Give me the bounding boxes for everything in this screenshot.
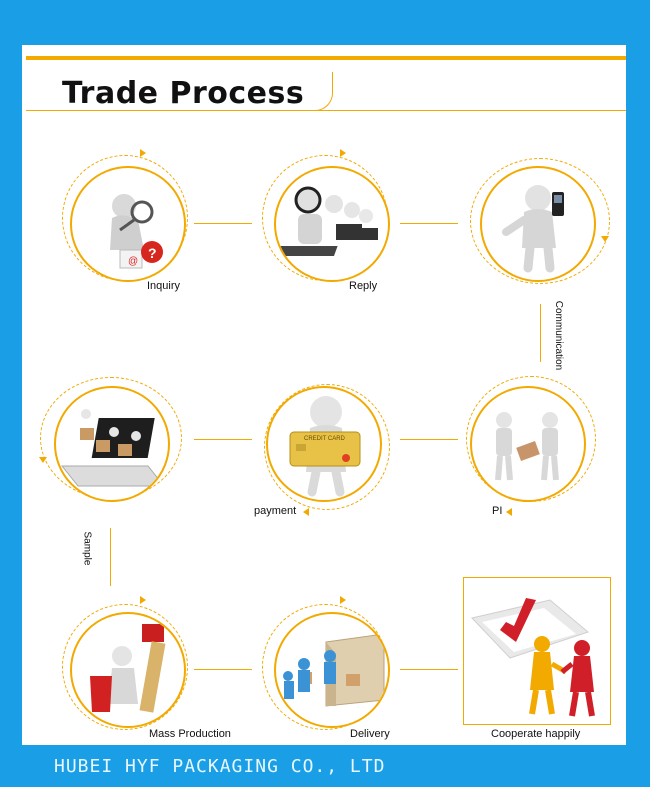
step-reply xyxy=(274,166,390,282)
paint-bucket-figure-icon xyxy=(90,624,166,713)
card-text: CREDIT CARD xyxy=(304,436,346,442)
magnifier-figure-icon: @ ? xyxy=(110,194,163,269)
arrow-icon xyxy=(340,596,346,604)
step-ring-mass-production xyxy=(62,604,188,730)
arrow-icon xyxy=(601,236,609,242)
connector xyxy=(400,439,458,440)
step-label-payment: payment xyxy=(254,505,297,517)
connector xyxy=(540,304,541,362)
arrow-icon xyxy=(140,596,146,604)
step-cooperate xyxy=(463,577,611,725)
step-label-sample: Sample xyxy=(81,531,93,566)
step-inquiry: @ ? xyxy=(70,166,186,282)
step-label-communication: Communication xyxy=(553,300,565,371)
connector xyxy=(400,669,458,670)
step-label-delivery: Delivery xyxy=(350,728,390,740)
top-divider xyxy=(26,56,626,60)
step-ring-payment xyxy=(264,384,390,510)
step-delivery xyxy=(274,612,390,728)
step-mass-production xyxy=(70,612,186,728)
svg-text:@: @ xyxy=(128,256,138,267)
checkmark-handshake-icon xyxy=(471,598,595,717)
truck-loading-icon xyxy=(283,633,385,707)
arrow-icon xyxy=(340,149,346,157)
connector xyxy=(400,223,458,224)
arrow-icon xyxy=(303,508,309,516)
connector xyxy=(194,669,252,670)
step-label-inquiry: Inquiry xyxy=(147,280,181,292)
arrow-icon xyxy=(140,149,146,157)
credit-card-figure-icon: CREDIT CARD xyxy=(289,396,361,497)
step-sample xyxy=(54,386,170,502)
arrow-icon xyxy=(39,457,47,463)
step-ring-communication xyxy=(470,158,610,284)
step-communication xyxy=(480,166,596,282)
company-name: HUBEI HYF PACKAGING CO., LTD xyxy=(54,756,386,777)
phone-figure-icon xyxy=(502,185,564,273)
svg-text:?: ? xyxy=(148,245,157,261)
step-label-reply: Reply xyxy=(349,280,378,292)
step-label-pi: PI xyxy=(492,505,503,517)
step-pi xyxy=(470,386,586,502)
page-title: Trade Process xyxy=(62,76,305,111)
arrow-icon xyxy=(506,508,512,516)
step-label-cooperate: Cooperate happily xyxy=(491,728,581,740)
connector xyxy=(194,223,252,224)
title-underline xyxy=(26,110,626,111)
connector xyxy=(110,528,111,586)
step-payment: CREDIT CARD xyxy=(266,386,382,502)
call-center-icon xyxy=(276,186,378,256)
step-label-mass-production: Mass Production xyxy=(149,728,231,740)
handshake-contract-icon xyxy=(495,412,559,481)
laptop-boxes-icon xyxy=(60,409,166,487)
connector xyxy=(194,439,252,440)
